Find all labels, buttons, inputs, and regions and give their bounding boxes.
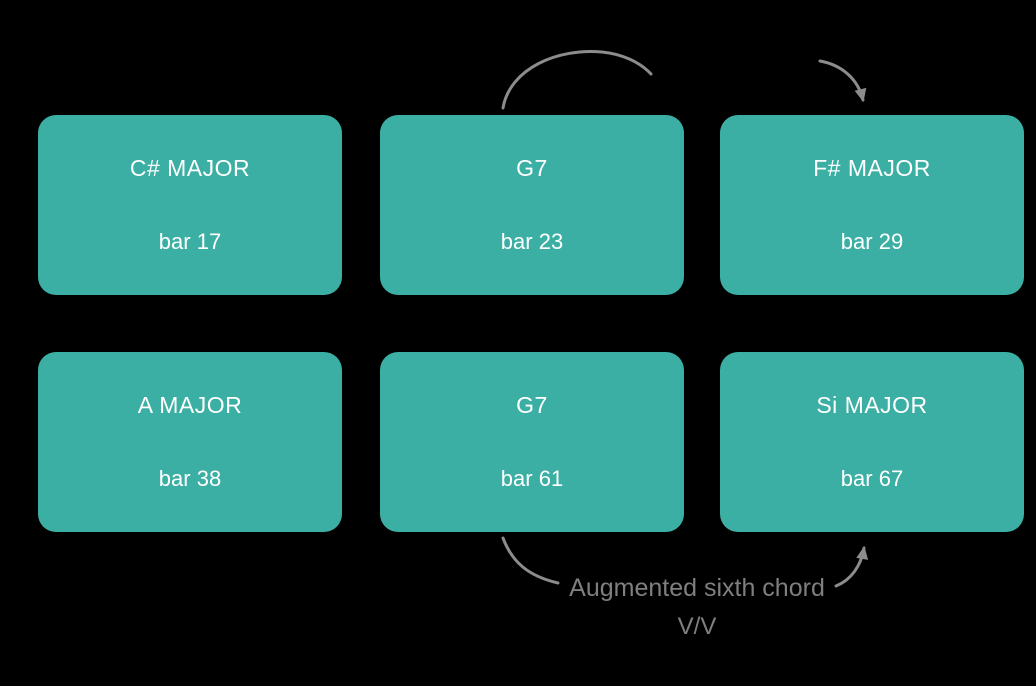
chord-title: F# MAJOR	[813, 155, 931, 181]
chord-box-cs-major: C# MAJOR bar 17	[38, 115, 342, 295]
chord-title: G7	[516, 155, 548, 181]
chord-title: A MAJOR	[137, 392, 243, 418]
chord-box-fs-major: F# MAJOR bar 29	[720, 115, 1024, 295]
chord-bar-label: bar 61	[500, 466, 564, 491]
chord-bar-label: bar 38	[158, 466, 222, 491]
chord-bar-label: bar 29	[840, 229, 904, 254]
chord-box-g7-top: G7 bar 23	[380, 115, 684, 295]
annotation-augmented-sixth: Augmented sixth chord	[569, 574, 825, 602]
arrow-g7-to-fs-major	[501, 49, 867, 110]
chord-box-a-major: A MAJOR bar 38	[38, 352, 342, 532]
chord-bar-label: bar 17	[158, 229, 222, 254]
chord-title: Si MAJOR	[816, 392, 928, 418]
chord-box-si-major: Si MAJOR bar 67	[720, 352, 1024, 532]
chord-bar-label: bar 67	[840, 466, 904, 491]
annotation-v-of-v: V/V	[677, 613, 717, 640]
chord-bar-label: bar 23	[500, 229, 564, 254]
chord-title: G7	[516, 392, 548, 418]
chord-title: C# MAJOR	[129, 155, 251, 181]
chord-box-g7-bottom: G7 bar 61	[380, 352, 684, 532]
